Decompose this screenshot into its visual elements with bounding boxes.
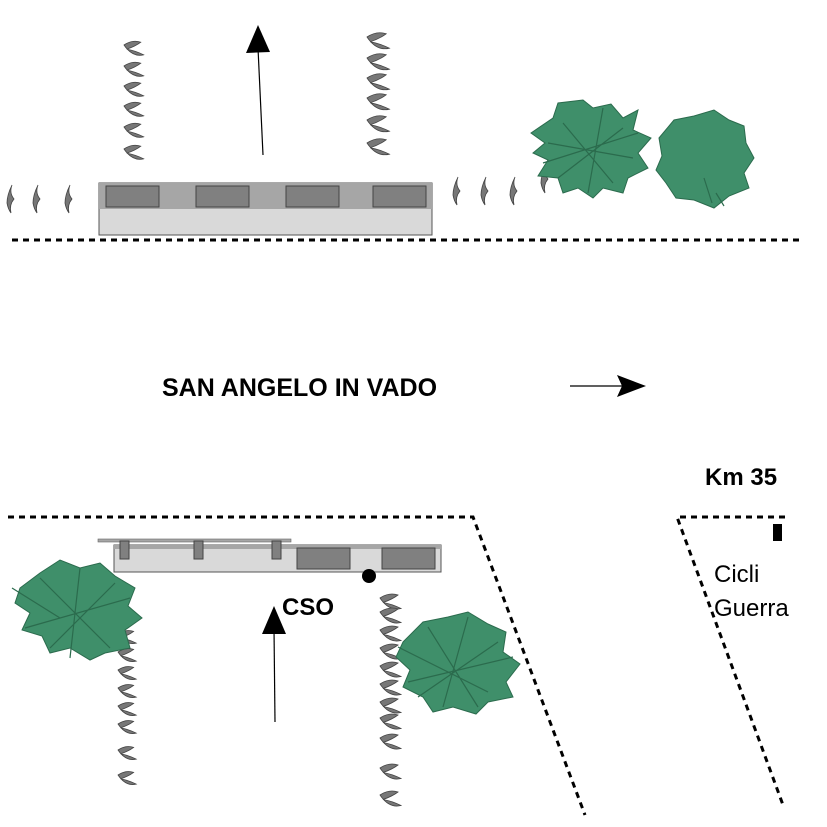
plant-icon: [452, 176, 461, 206]
building-icon: [98, 182, 433, 236]
plant-icon: [379, 607, 403, 624]
building-icon: [97, 538, 442, 573]
plant-icon: [379, 790, 403, 807]
plant-icon: [366, 73, 391, 91]
plant-icon-row-top-ground-left: [6, 184, 73, 214]
plant-icon: [117, 771, 138, 785]
plant-icon: [379, 697, 403, 714]
plant-icon: [117, 666, 138, 680]
plant-icon: [379, 661, 403, 678]
tree-icon: [11, 559, 143, 661]
shop-name-line1: Cicli: [714, 561, 759, 588]
plant-icon: [6, 184, 15, 214]
plant-icon: [366, 32, 391, 50]
road-name-label: SAN ANGELO IN VADO: [162, 374, 437, 402]
road-edge-bottom-right: [674, 515, 785, 806]
plant-icon: [379, 643, 403, 660]
plant-icon: [480, 176, 489, 206]
plant-icon: [379, 679, 403, 696]
plant-icon: [117, 720, 138, 734]
plant-icon: [117, 702, 138, 716]
location-dot-icon: [362, 569, 376, 583]
plant-icon: [379, 625, 403, 642]
plant-icon: [123, 144, 145, 160]
plant-icon: [379, 733, 403, 750]
plant-icon-row-top-left: [123, 40, 145, 160]
km-marker-label: Km 35: [705, 464, 777, 491]
plant-icon: [123, 61, 145, 77]
plant-icon-row-bottom-left: [117, 630, 138, 785]
plant-icon: [366, 93, 391, 111]
plant-icon: [64, 184, 73, 214]
plant-icon: [379, 763, 403, 780]
plant-icon-row-top-ground-right: [452, 164, 549, 206]
shop-name-line2: Guerra: [714, 595, 789, 622]
north-arrow-icon: [246, 25, 270, 156]
direction-arrow-icon: [570, 375, 646, 397]
plant-icon-row-top-right: [366, 32, 391, 156]
plant-icon: [123, 122, 145, 138]
plant-icon: [366, 53, 391, 71]
plant-icon: [366, 138, 391, 156]
plant-icon: [123, 101, 145, 117]
north-arrow-icon: [262, 606, 286, 723]
plant-icon: [509, 176, 518, 206]
plant-icon: [366, 115, 391, 133]
plant-icon: [379, 593, 403, 610]
tree-icon: [530, 99, 652, 199]
plant-icon: [117, 746, 138, 760]
plant-icon-row-bottom-right: [379, 593, 403, 807]
road-edge-bottom-left: [8, 515, 587, 816]
plant-icon: [123, 81, 145, 97]
plant-icon: [32, 184, 41, 214]
cso-label: CSO: [282, 594, 334, 621]
plant-icon: [123, 40, 145, 56]
tree-icon: [655, 109, 755, 209]
tree-icon: [395, 611, 521, 715]
plant-icon: [117, 684, 138, 698]
shop-marker-icon: [773, 524, 782, 541]
plant-icon: [117, 648, 138, 662]
plant-icon: [379, 713, 403, 730]
